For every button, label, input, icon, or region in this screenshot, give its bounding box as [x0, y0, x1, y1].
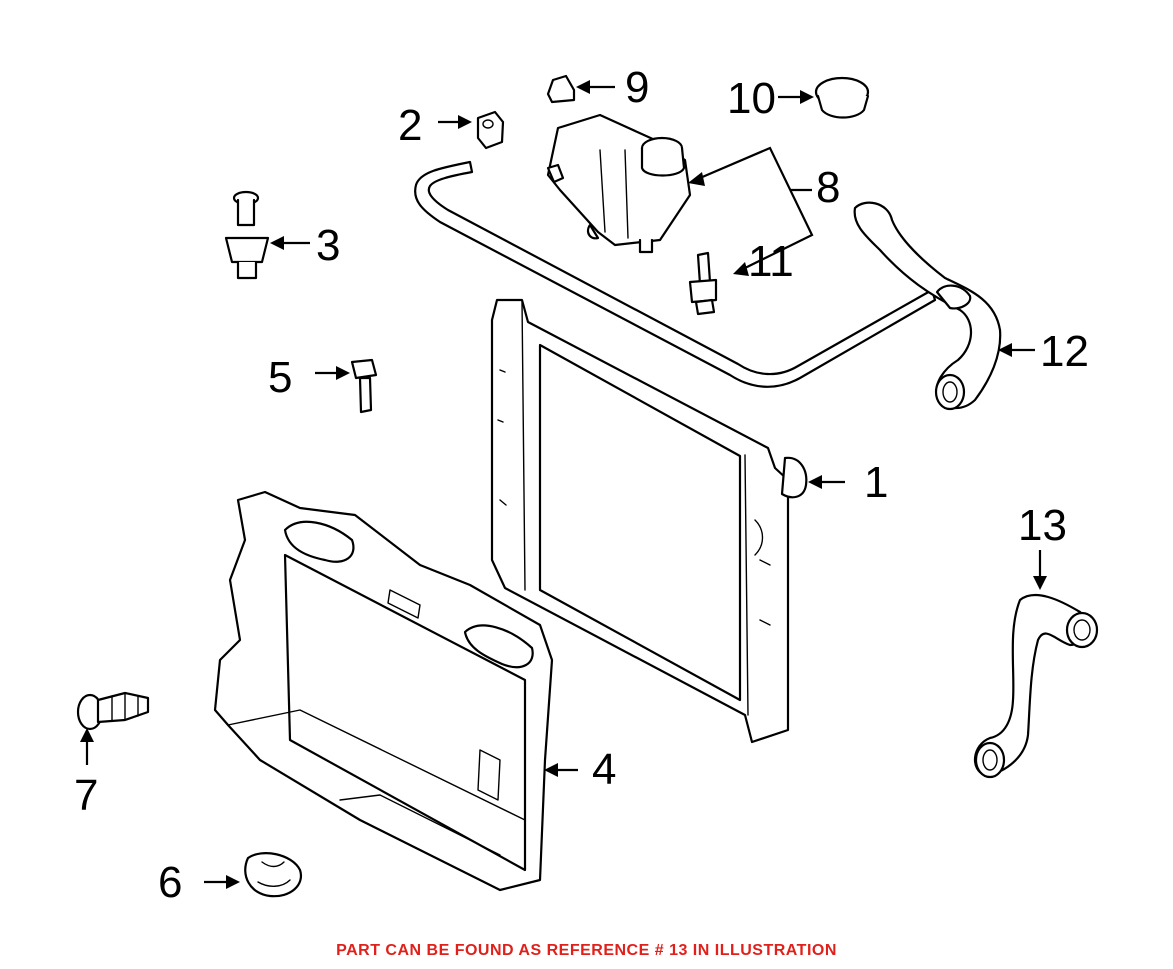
- grommet-part-2: [476, 110, 505, 150]
- callout-label-6: 6: [158, 858, 182, 907]
- callout-label-3: 3: [316, 221, 340, 270]
- cap-part-10: [814, 76, 870, 119]
- callout-label-5: 5: [268, 353, 292, 402]
- support-frame-part-4: [213, 490, 554, 892]
- clip-part-6: [244, 852, 303, 898]
- callout-label-8: 8: [816, 163, 840, 212]
- sensor-part-11: [688, 251, 718, 316]
- push-pin-part-7: [76, 691, 150, 731]
- callout-label-10: 10: [727, 74, 776, 123]
- radiator-part-1: [490, 298, 808, 744]
- lower-hose-part-13: [974, 594, 1099, 779]
- callout-label-1: 1: [864, 458, 888, 507]
- callout-label-9: 9: [625, 63, 649, 112]
- callout-label-13: 13: [1018, 501, 1067, 550]
- cap-part-9: [546, 74, 576, 104]
- callout-label-4: 4: [592, 745, 616, 794]
- callout-label-2: 2: [398, 101, 422, 150]
- footer-reference-note: PART CAN BE FOUND AS REFERENCE # 13 IN I…: [336, 942, 837, 959]
- callout-label-7: 7: [74, 771, 98, 820]
- bolt-part-5: [350, 358, 378, 414]
- callout-label-11: 11: [748, 237, 794, 286]
- callout-arrows: [80, 80, 1047, 889]
- coolant-reservoir-part-8: [546, 113, 692, 254]
- clip-part-3: [224, 190, 270, 280]
- upper-hose-part-12: [853, 201, 1002, 411]
- callout-label-12: 12: [1040, 327, 1089, 376]
